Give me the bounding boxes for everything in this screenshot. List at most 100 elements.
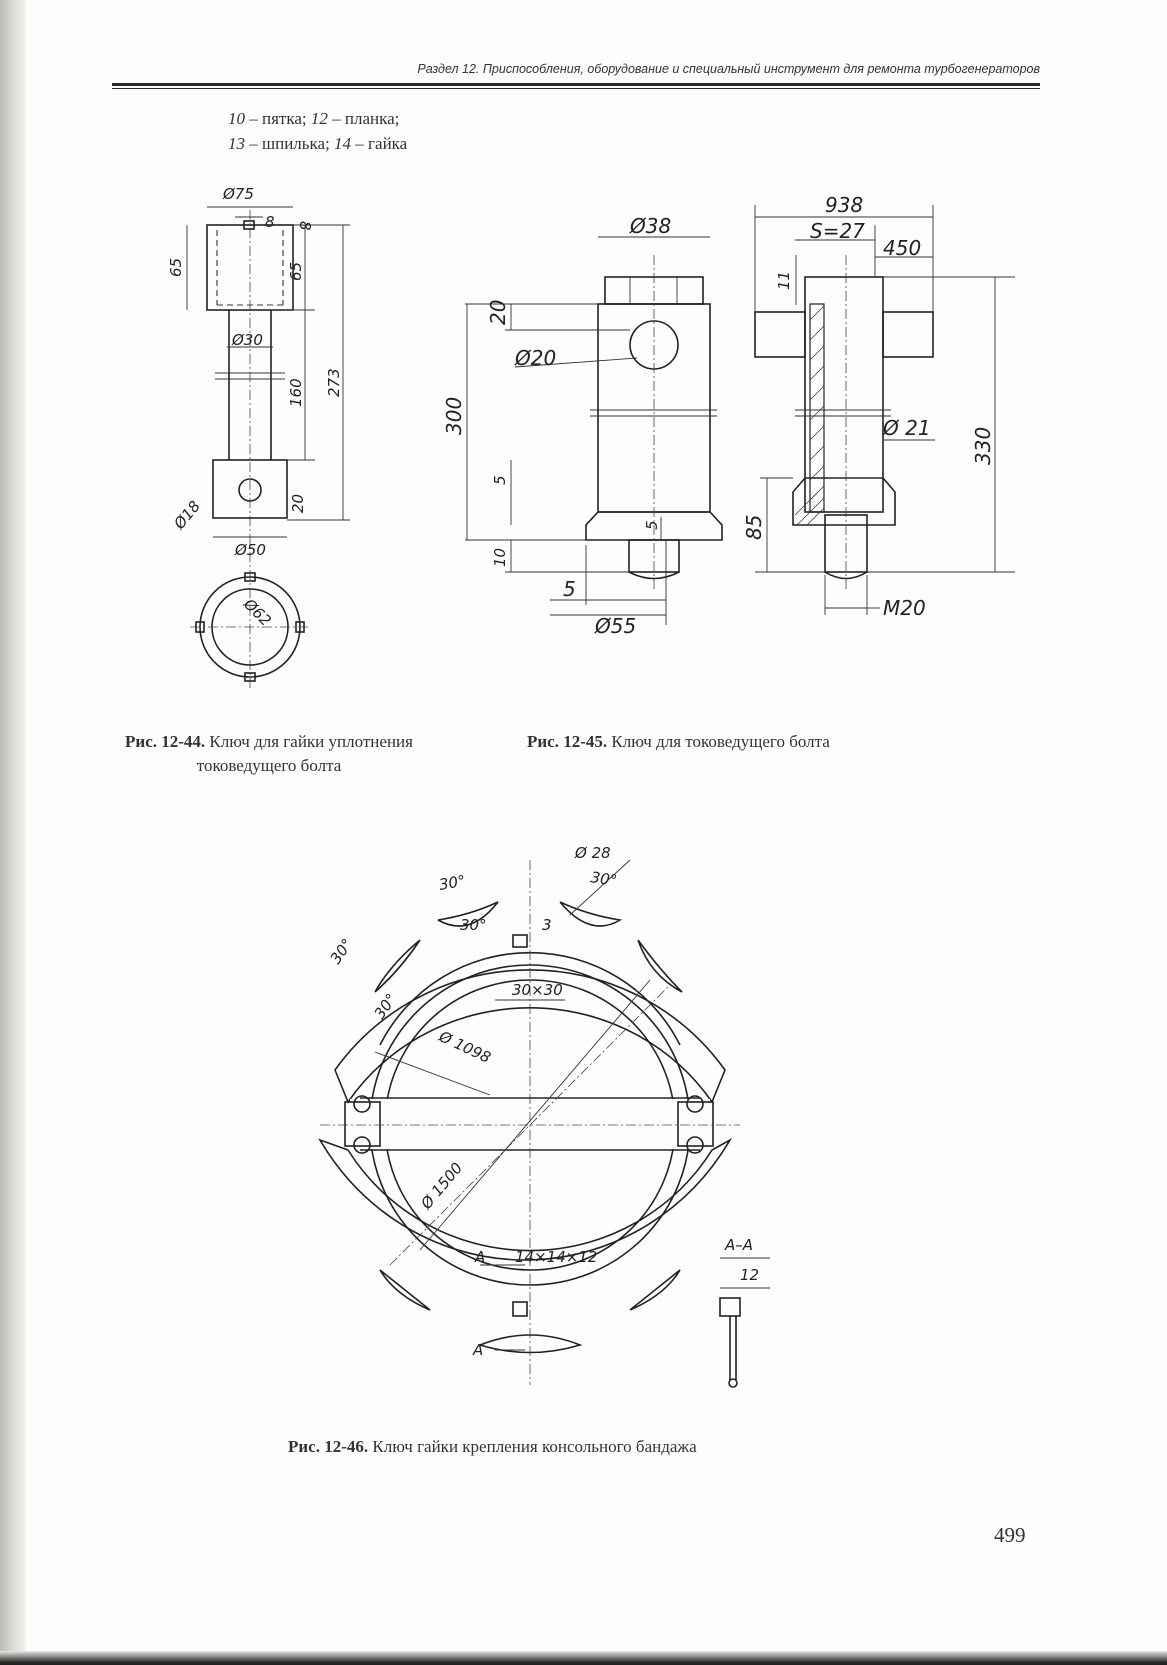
legend-text: – планка;	[327, 109, 400, 128]
dimension-line	[419, 979, 651, 1251]
dim-d75: Ø75	[222, 185, 254, 203]
dim-a30-5: 30°	[371, 990, 401, 1022]
dim-d1098: Ø 1098	[435, 1027, 493, 1067]
stud-end	[824, 571, 868, 580]
figure-12-45-caption: Рис. 12-45. Ключ для токоведущего болта	[527, 730, 830, 754]
page-bottom-edge	[0, 1651, 1167, 1665]
running-head: Раздел 12. Приспособления, оборудование …	[417, 62, 1040, 76]
dim-s27: S=27	[810, 219, 865, 243]
dim-h5b: 5	[643, 520, 661, 530]
dim-h10: 10	[491, 548, 509, 567]
dim-h20: 20	[486, 300, 510, 325]
wrench-flange	[792, 477, 896, 526]
hatched-wall	[809, 303, 825, 513]
dim-d62: Ø62	[239, 594, 274, 629]
dim-h20: 20	[289, 494, 307, 513]
figure-12-46-caption: Рис. 12-46. Ключ гайки крепления консоль…	[288, 1435, 697, 1459]
wrench-body	[804, 276, 884, 513]
dim-w8: 8	[265, 213, 275, 231]
dim-d28: Ø 28	[574, 844, 611, 862]
scallop	[637, 939, 683, 993]
page-number: 499	[994, 1523, 1026, 1547]
dim-h160: 160	[287, 378, 305, 407]
legend-text: – шпилька;	[245, 134, 335, 153]
dim-d20: Ø20	[514, 346, 556, 370]
dim-h65b: 65	[287, 262, 305, 281]
section-block	[719, 1297, 741, 1317]
legend-line-1: 10 – пятка; 12 – планка;	[228, 106, 407, 131]
caption-label: Рис. 12-46.	[288, 1437, 369, 1456]
dim-h5a: 5	[491, 475, 509, 485]
section-mark-top: A	[474, 1248, 485, 1266]
legend-number: 13	[228, 134, 245, 153]
dim-w3: 3	[542, 916, 552, 934]
dim-d55: Ø55	[594, 614, 636, 638]
dim-30x30: 30×30	[512, 981, 563, 999]
dim-14x14x12: 14×14×12	[515, 1248, 597, 1266]
left-clamp	[344, 1101, 381, 1147]
dim-w5: 5	[563, 577, 576, 601]
ring-lug	[195, 621, 205, 633]
ring-lug	[295, 621, 305, 633]
hatching	[794, 492, 825, 526]
scallop	[437, 901, 499, 927]
dim-d50: Ø50	[234, 541, 266, 559]
dim-m20: M20	[883, 596, 926, 620]
dim-d21: Ø 21	[882, 416, 931, 440]
bolt-flange	[585, 511, 723, 541]
dim-w12: 12	[740, 1266, 759, 1284]
ring-lug	[244, 572, 256, 582]
dim-a30-4: 30°	[460, 916, 487, 934]
caption-label: Рис. 12-45.	[527, 732, 608, 751]
center-line	[389, 984, 671, 1266]
hatching	[809, 305, 825, 501]
ring-lug	[244, 672, 256, 682]
scallop	[559, 901, 623, 927]
right-nut	[686, 1136, 704, 1154]
left-nut	[353, 1136, 371, 1154]
cup-slot	[243, 220, 255, 230]
dim-h8: 8	[296, 221, 314, 231]
dim-a30-2: 30°	[589, 868, 618, 890]
dim-w450: 450	[883, 236, 921, 260]
dim-h330: 330	[971, 427, 995, 465]
leader-line	[514, 357, 638, 368]
dim-d1500: Ø 1500	[417, 1159, 467, 1213]
dim-h11: 11	[775, 271, 793, 290]
dim-w938: 938	[825, 193, 863, 217]
right-bolt-head	[686, 1095, 704, 1113]
lug	[512, 934, 528, 948]
left-bolt-head	[353, 1095, 371, 1113]
figure-12-44-drawing: Ø75 8 8 65 65 Ø30 160 273 Ø18 20 Ø50 Ø62	[165, 185, 395, 695]
dim-d30: Ø30	[231, 331, 263, 349]
wrench-handle-right	[882, 311, 934, 358]
header-rule	[112, 83, 1040, 89]
scallop	[629, 1269, 681, 1311]
dim-a30-3: 30°	[327, 935, 357, 967]
legend-number: 14	[334, 134, 352, 153]
scallop	[479, 1334, 583, 1354]
caption-label: Рис. 12-44.	[125, 732, 206, 751]
dim-a30-1: 30°	[438, 872, 467, 894]
legend-text: – пятка;	[245, 109, 311, 128]
cross-hole	[238, 478, 262, 502]
caption-text: Ключ гайки крепления консольного бандажа	[372, 1437, 697, 1456]
dim-h273: 273	[325, 368, 343, 397]
legend-line-2: 13 – шпилька; 14 – гайка	[228, 131, 407, 156]
dim-h300: 300	[442, 397, 466, 435]
bolt-end	[628, 571, 680, 580]
right-clamp	[677, 1101, 714, 1147]
wrench-handle-left	[754, 311, 806, 358]
figure-12-44-caption: Рис. 12-44. Ключ для гайки уплотнения то…	[124, 730, 414, 778]
legend-text: – гайка	[351, 134, 408, 153]
leader-line	[569, 859, 631, 916]
figure-12-45-drawing: Ø38 20 Ø20 300 5 5 10 5 Ø55	[442, 193, 1035, 655]
figure-12-46-drawing: Ø 28 30° 30° 30° 30° 30° 3 30×30 Ø 1098 …	[318, 840, 840, 1400]
legend-number: 10	[228, 109, 245, 128]
upper-segment	[334, 969, 726, 1104]
legend: 10 – пятка; 12 – планка; 13 – шпилька; 1…	[228, 106, 407, 156]
base-block	[212, 459, 288, 519]
section-label: А–А	[724, 1236, 753, 1254]
caption-text: Ключ для токоведущего болта	[611, 732, 830, 751]
dim-d38: Ø38	[629, 214, 671, 238]
